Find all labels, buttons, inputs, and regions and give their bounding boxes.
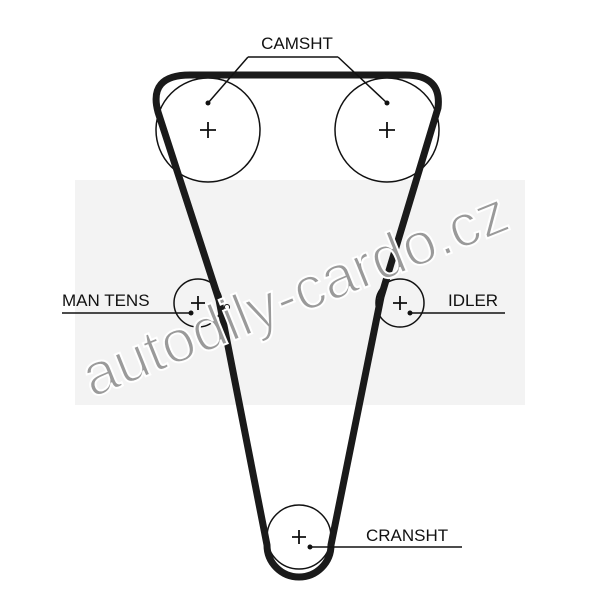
idler-pulley [375, 278, 425, 328]
plus-icon [393, 296, 407, 310]
leader-lines [62, 56, 505, 548]
idler-label: IDLER [448, 291, 498, 310]
timing-belt [152, 71, 442, 581]
plus-icon [292, 530, 306, 544]
watermark-background [75, 180, 525, 405]
camshaft-label: CAMSHT [261, 34, 333, 53]
plus-icon [379, 122, 395, 138]
crankshaft-label: CRANSHT [366, 526, 448, 545]
manual-tensioner-label: MAN TENS [62, 291, 150, 310]
center-marks [191, 122, 407, 544]
plus-icon [200, 122, 216, 138]
plus-icon [191, 296, 205, 310]
